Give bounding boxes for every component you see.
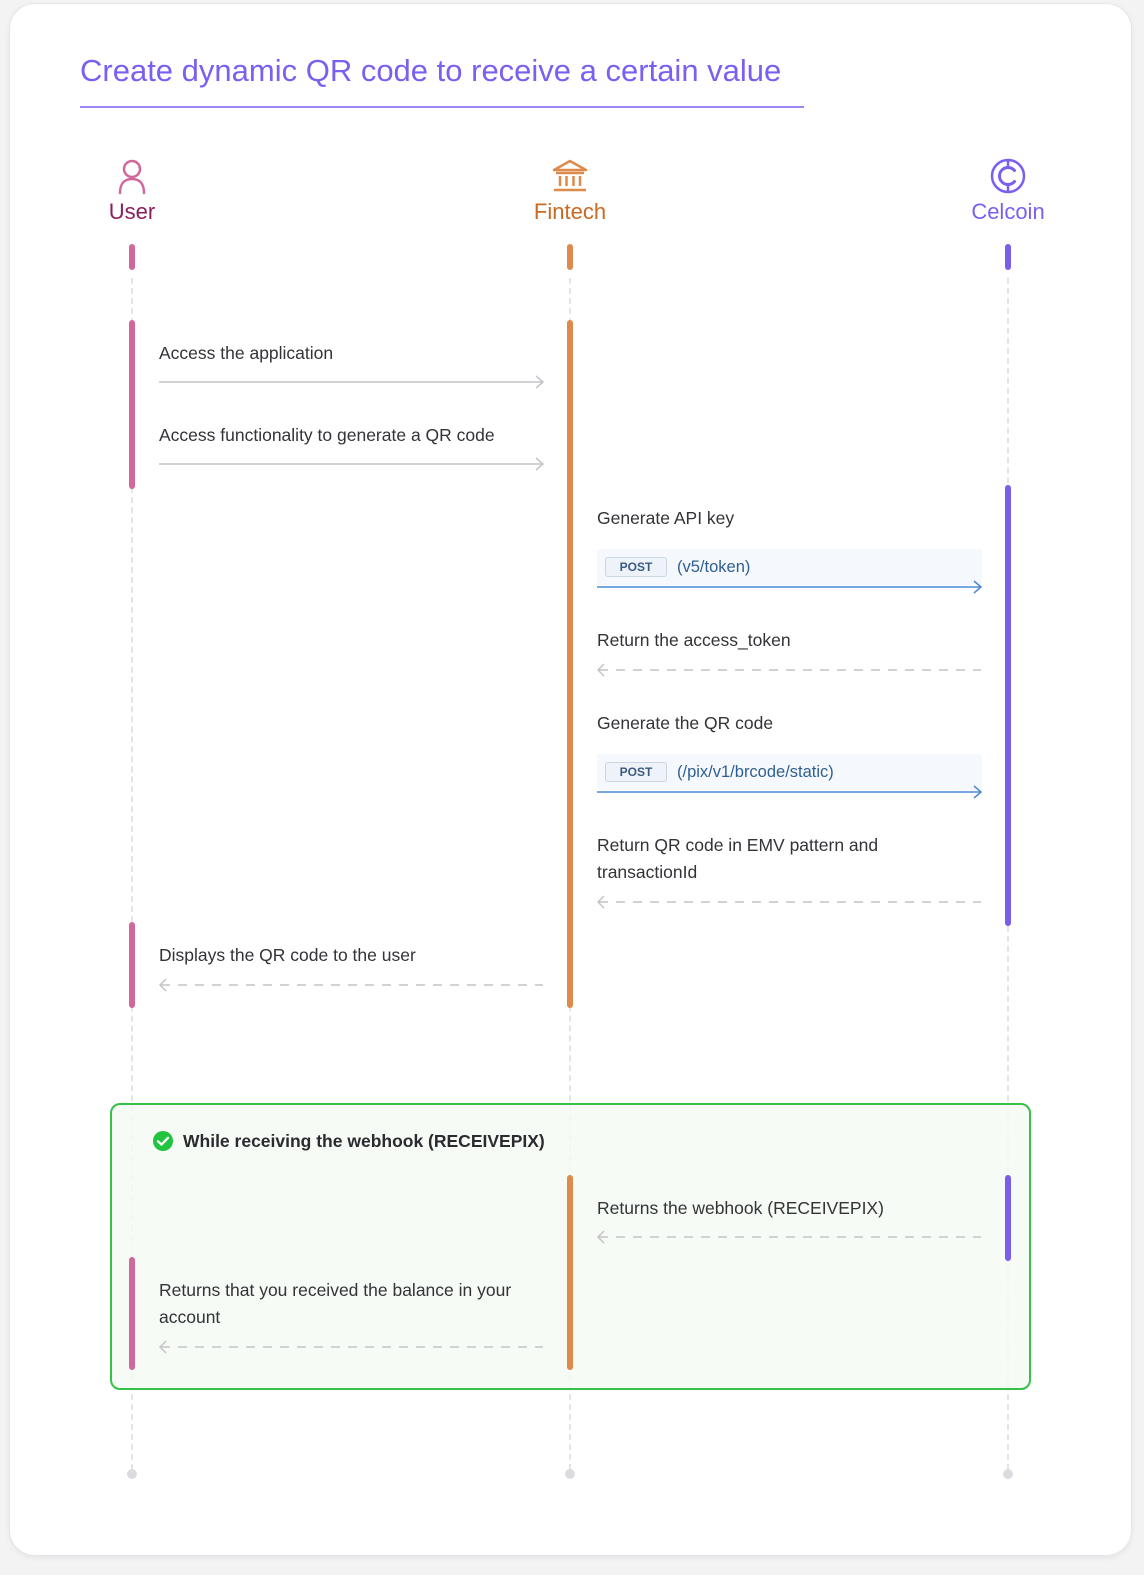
arrow-access-application <box>159 375 545 389</box>
actor-user: User <box>32 156 232 225</box>
webhook-box-title: While receiving the webhook (RECEIVEPIX) <box>183 1131 545 1151</box>
arrow-post-token <box>597 580 983 594</box>
user-activation-2 <box>129 922 135 1008</box>
endpoint-path: (v5/token) <box>677 558 751 576</box>
user-activation-3 <box>129 1257 135 1370</box>
fintech-activation-2 <box>567 1175 573 1370</box>
title-underline <box>80 106 804 108</box>
endpoint-path: (/pix/v1/brcode/static) <box>677 763 834 781</box>
user-icon <box>118 159 146 195</box>
arrow-return-access-token <box>596 663 981 677</box>
endpoint-brcode-static: POST (/pix/v1/brcode/static) <box>597 754 982 790</box>
arrow-post-brcode <box>597 785 983 799</box>
arrow-received-balance <box>158 1340 543 1354</box>
actor-fintech-label: Fintech <box>533 199 607 224</box>
fintech-activation-1 <box>567 320 573 1008</box>
message-access-qr-functionality: Access functionality to generate a QR co… <box>159 425 495 445</box>
check-circle-icon <box>153 1131 173 1151</box>
celcoin-logo-icon <box>990 158 1026 194</box>
celcoin-activation-1 <box>1005 485 1011 926</box>
actor-user-label: User <box>108 199 156 224</box>
arrow-return-webhook <box>596 1230 981 1244</box>
celcoin-head-bar <box>1005 244 1011 270</box>
celcoin-activation-2 <box>1005 1175 1011 1261</box>
user-activation-1 <box>129 320 135 489</box>
message-return-qr-emv: Return QR code in EMV pattern and transa… <box>597 835 879 882</box>
bank-icon <box>552 159 588 192</box>
fintech-head-bar <box>567 244 573 270</box>
user-lifeline <box>131 278 133 1470</box>
user-head-bar <box>129 244 135 270</box>
message-access-application: Access the application <box>159 343 334 363</box>
http-method-badge: POST <box>605 762 667 782</box>
message-generate-qr: Generate the QR code <box>597 713 774 733</box>
message-return-access-token: Return the access_token <box>597 630 791 650</box>
diagram-title: Create dynamic QR code to receive a cert… <box>80 53 782 88</box>
message-return-webhook: Returns the webhook (RECEIVEPIX) <box>597 1198 884 1218</box>
http-method-badge: POST <box>605 557 667 577</box>
message-display-qr: Displays the QR code to the user <box>159 945 416 965</box>
message-generate-api-key: Generate API key <box>597 508 735 528</box>
message-received-balance: Returns that you received the balance in… <box>159 1280 512 1327</box>
endpoint-token: POST (v5/token) <box>597 549 982 585</box>
arrow-return-qr-emv <box>596 895 981 909</box>
user-lifeline-end <box>127 1469 137 1479</box>
actor-fintech: Fintech <box>470 156 670 225</box>
actor-celcoin-label: Celcoin <box>971 199 1045 224</box>
fintech-lifeline-end <box>565 1469 575 1479</box>
arrow-access-qr-functionality <box>159 457 545 471</box>
actor-celcoin: Celcoin <box>908 156 1108 225</box>
arrow-display-qr <box>158 978 543 992</box>
celcoin-lifeline-end <box>1003 1469 1013 1479</box>
